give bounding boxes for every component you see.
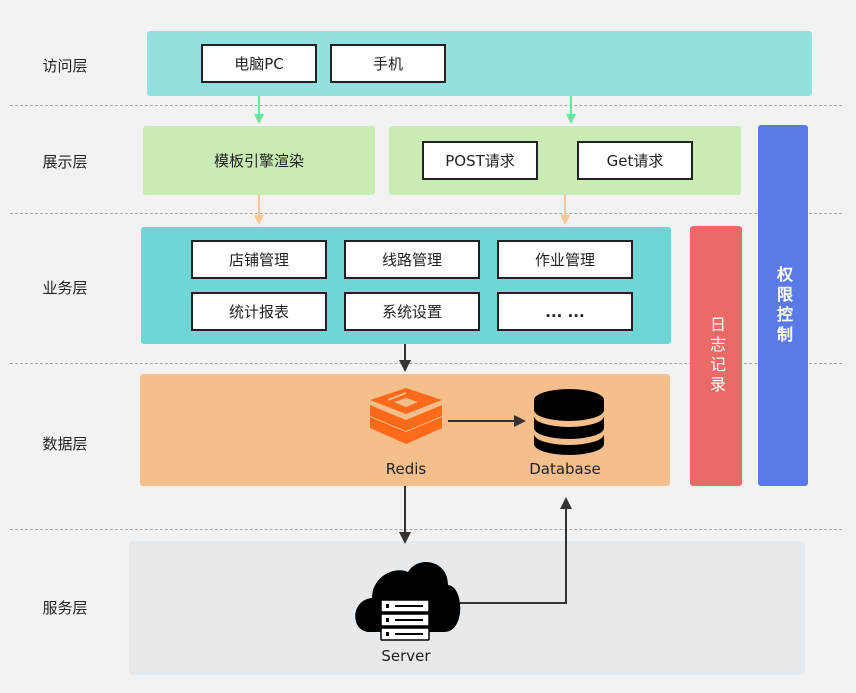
mobile-box: 手机 [330, 44, 446, 83]
post-request-box: POST请求 [422, 141, 538, 180]
cloud-server-icon [355, 562, 461, 641]
redis-label: Redis [385, 460, 427, 478]
layer-label-access: 访问层 [42, 57, 88, 75]
pc-box: 电脑PC [201, 44, 317, 83]
separator [10, 213, 842, 214]
server-label: Server [381, 647, 431, 665]
layer-label-service: 服务层 [42, 599, 88, 617]
template-panel [143, 126, 375, 195]
layer-label-data: 数据层 [42, 435, 88, 453]
layer-label-business: 业务层 [42, 279, 88, 297]
database-label: Database [529, 460, 601, 478]
arrow-server-to-database [458, 497, 572, 604]
get-request-box: Get请求 [577, 141, 693, 180]
business-item: 店铺管理 [191, 240, 327, 279]
business-item: ... ... [497, 292, 633, 331]
template-engine-label: 模板引擎渲染 [213, 152, 304, 170]
separator [10, 529, 842, 530]
business-item: 统计报表 [191, 292, 327, 331]
business-item: 系统设置 [344, 292, 480, 331]
database-icon [534, 389, 604, 455]
separator [10, 363, 842, 364]
layer-label-presentation: 展示层 [42, 153, 88, 171]
service-panel [129, 541, 805, 675]
business-item: 线路管理 [344, 240, 480, 279]
log-label: 日志记录 [707, 316, 726, 396]
auth-label: 权限控制 [774, 265, 793, 346]
redis-icon [370, 388, 442, 444]
separator [10, 105, 842, 106]
auth-bar [758, 125, 808, 486]
log-bar [690, 226, 742, 486]
business-item: 作业管理 [497, 240, 633, 279]
